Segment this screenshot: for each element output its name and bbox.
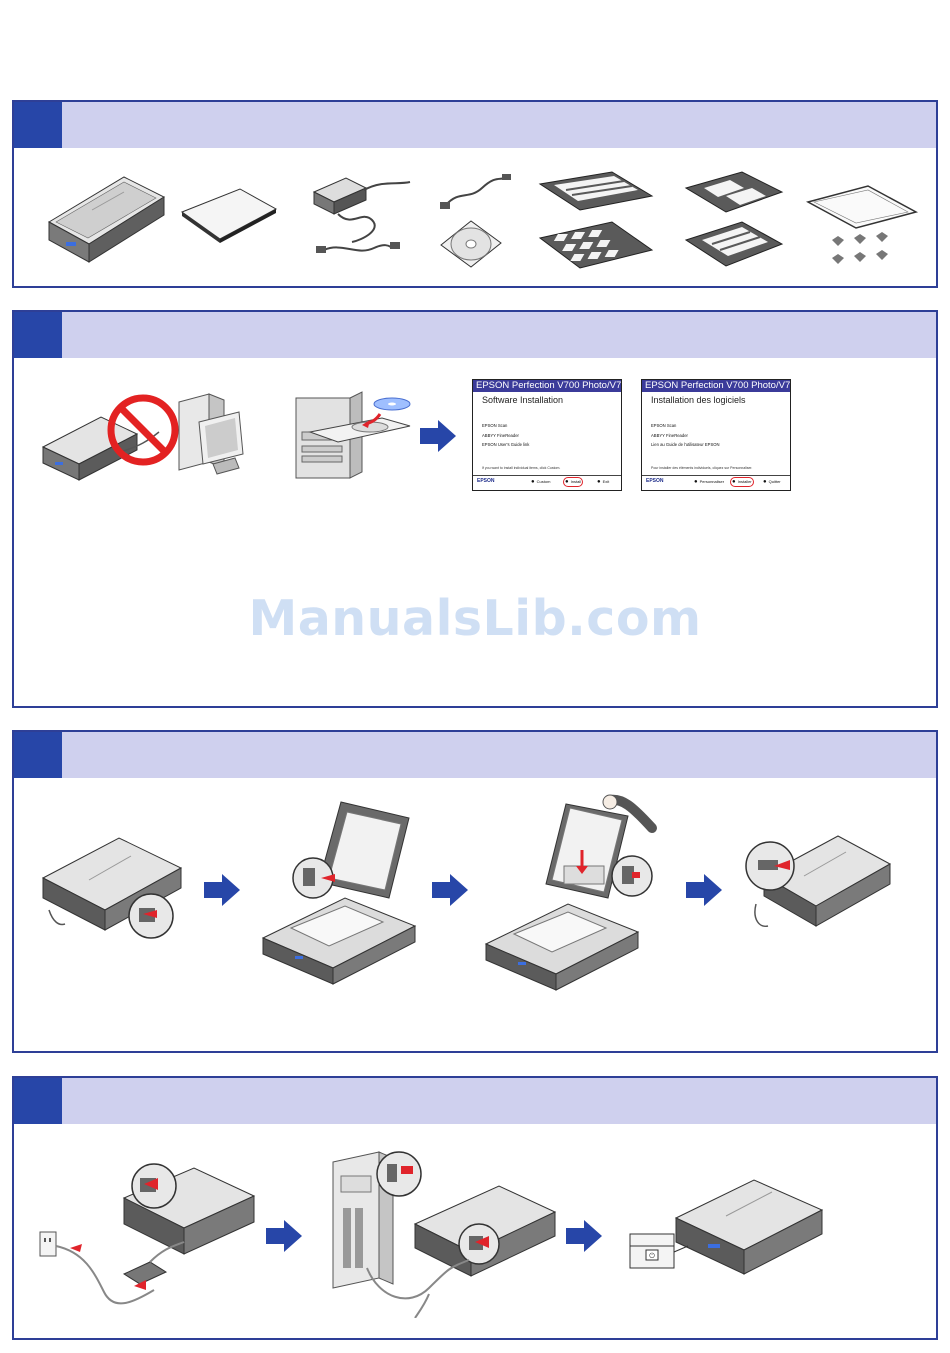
- install-hint: If you want to install individual items,…: [482, 466, 561, 470]
- document-mat-icon: [180, 188, 278, 243]
- watermark: ManualsLib.com: [248, 590, 702, 647]
- scanner-transport-lock-illustration: [41, 837, 183, 939]
- arrow-right-icon: [266, 1220, 302, 1252]
- window-title: EPSON Perfection V700 Photo/V750 Pro: [473, 380, 621, 392]
- arrow-right-icon: [420, 420, 456, 452]
- scanner-icon: [47, 176, 166, 263]
- arrow-right-icon: [432, 874, 468, 906]
- film-area-guide-icon: [805, 185, 919, 264]
- screen-footer: EPSON Personnaliser Installer Quitter: [642, 475, 790, 490]
- step-tab: [14, 732, 62, 778]
- section-header: [14, 312, 936, 358]
- install-button[interactable]: Install: [562, 477, 584, 487]
- section-header: [14, 732, 936, 778]
- section-header: [14, 102, 936, 148]
- list-item: ABBYY FineReader: [482, 432, 519, 438]
- window-title: EPSON Perfection V700 Photo/V750 Pro: [642, 380, 790, 392]
- personnaliser-button[interactable]: Personnaliser: [694, 479, 724, 485]
- list-item: EPSON User's Guide link: [482, 442, 530, 447]
- step-tab: [14, 1078, 62, 1124]
- open-lid-illustration: [261, 801, 417, 985]
- film-holder-4x5-icon: [684, 221, 784, 267]
- film-holder-slides-icon: [684, 171, 784, 213]
- list-item: EPSON Scan: [482, 423, 508, 428]
- section-install-software: EPSON Perfection V700 Photo/V750 Pro Sof…: [12, 310, 938, 708]
- film-holder-medium-format-icon: [538, 221, 654, 269]
- arrow-right-icon: [566, 1220, 602, 1252]
- install-hint: Pour installer des éléments individuels,…: [651, 466, 753, 470]
- arrow-right-icon: [686, 874, 722, 906]
- connect-usb-illustration: [332, 1151, 557, 1318]
- list-item: EPSON Scan: [651, 423, 677, 428]
- arrow-right-icon: [204, 874, 240, 906]
- power-adapter-icon: [312, 177, 411, 253]
- section-unlock-scanner: [12, 730, 938, 1053]
- software-installation-screen-en: EPSON Perfection V700 Photo/V750 Pro Sof…: [472, 379, 622, 491]
- turn-on-scanner-illustration: ⏻: [629, 1179, 824, 1275]
- connect-power-illustration: [39, 1163, 256, 1305]
- usb-cable-icon: [440, 174, 511, 209]
- scanner-not-connected-illustration: [41, 393, 244, 481]
- quitter-button[interactable]: Quitter: [763, 479, 781, 485]
- screen-footer: EPSON Custom Install Exit: [473, 475, 621, 490]
- list-item: Lien au Guide de l'utilisateur EPSON: [651, 442, 720, 447]
- epson-logo: EPSON: [646, 478, 664, 484]
- custom-button[interactable]: Custom: [531, 479, 551, 485]
- cd-rom-icon: [440, 220, 502, 268]
- remove-protective-sheet-illustration: [484, 794, 657, 991]
- screen-heading: Software Installation: [482, 395, 564, 405]
- lock-scanner-illustration: [745, 835, 892, 928]
- svg-text:⏻: ⏻: [649, 1252, 655, 1260]
- film-holder-35mm-strip-icon: [538, 171, 654, 211]
- section-connect-power: ⏻: [12, 1076, 938, 1340]
- prohibited-sign-icon: [107, 394, 179, 466]
- section-unpack: [12, 100, 938, 288]
- exit-button[interactable]: Exit: [597, 479, 610, 485]
- installer-button[interactable]: Installer: [730, 477, 754, 487]
- step-tab: [14, 312, 62, 358]
- epson-logo: EPSON: [477, 478, 495, 484]
- step-tab: [14, 102, 62, 148]
- software-installation-screen-fr: EPSON Perfection V700 Photo/V750 Pro Ins…: [641, 379, 791, 491]
- insert-cd-illustration: [295, 391, 411, 479]
- section-header: [14, 1078, 936, 1124]
- list-item: ABBYY FineReader: [651, 432, 688, 438]
- screen-heading: Installation des logiciels: [651, 395, 746, 405]
